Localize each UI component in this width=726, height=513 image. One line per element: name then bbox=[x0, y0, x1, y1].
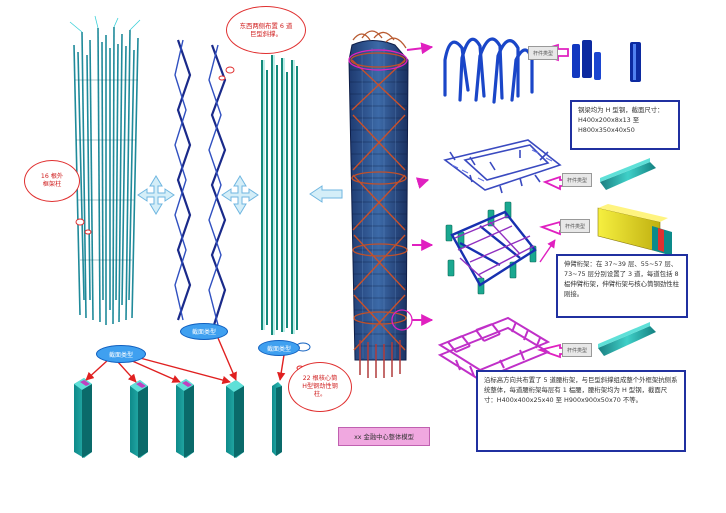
cloud-core-columns: 22 根核心筒 H型钢劲性钢 柱。 bbox=[288, 362, 352, 412]
cloud-giant-diagonal: 东西两侧布置 6 道 巨型斜撑。 bbox=[226, 6, 306, 54]
belt-truss-info-box: 沿标高方向共布置了 5 道腰桁架，与巨型斜撑组成整个外框架抗侧系统整体，每道腰桁… bbox=[476, 370, 686, 452]
tower-caption: xx 金融中心整体模型 bbox=[338, 427, 430, 446]
outrigger-member bbox=[597, 204, 672, 256]
arrow-left-to-core bbox=[309, 185, 343, 203]
steel-beam-member bbox=[600, 158, 656, 190]
section-type-label-3: 截面类型 bbox=[258, 340, 300, 356]
column-sections bbox=[74, 378, 282, 458]
member-type-tag-3: 杆件类型 bbox=[560, 219, 590, 233]
member-type-tag-4: 杆件类型 bbox=[562, 343, 592, 357]
tower-model bbox=[348, 30, 413, 378]
core-columns bbox=[261, 55, 298, 335]
floor-plan-beams bbox=[443, 139, 562, 194]
cloud-outer-columns: 16 根外 框架柱 bbox=[24, 160, 80, 202]
belt-truss bbox=[437, 316, 551, 382]
outrigger-truss bbox=[445, 201, 537, 295]
section-arrows bbox=[85, 337, 286, 385]
crown-arches bbox=[443, 37, 534, 104]
crown-columns bbox=[572, 40, 641, 82]
section-type-label-1: 截面类型 bbox=[180, 323, 228, 340]
outrigger-info-box: 伸臂桁架：在 37~39 层、55~57 层、73~75 层分别设置了 3 道，… bbox=[556, 254, 688, 318]
giant-diagonal-braces bbox=[174, 39, 227, 326]
outer-frame-columns bbox=[69, 15, 141, 325]
arrow-cross-2 bbox=[221, 175, 259, 215]
component-arrows bbox=[406, 42, 434, 326]
section-type-label-2: 截面类型 bbox=[96, 345, 146, 363]
member-type-tag-1: 杆件类型 bbox=[528, 46, 558, 60]
belt-member bbox=[598, 322, 656, 356]
steel-beam-info-box: 钢梁均为 H 型钢，截面尺寸：H400x200x8x13 至 H800x350x… bbox=[570, 100, 680, 150]
arrow-cross-1 bbox=[137, 175, 175, 215]
member-type-tag-2: 杆件类型 bbox=[562, 173, 592, 187]
